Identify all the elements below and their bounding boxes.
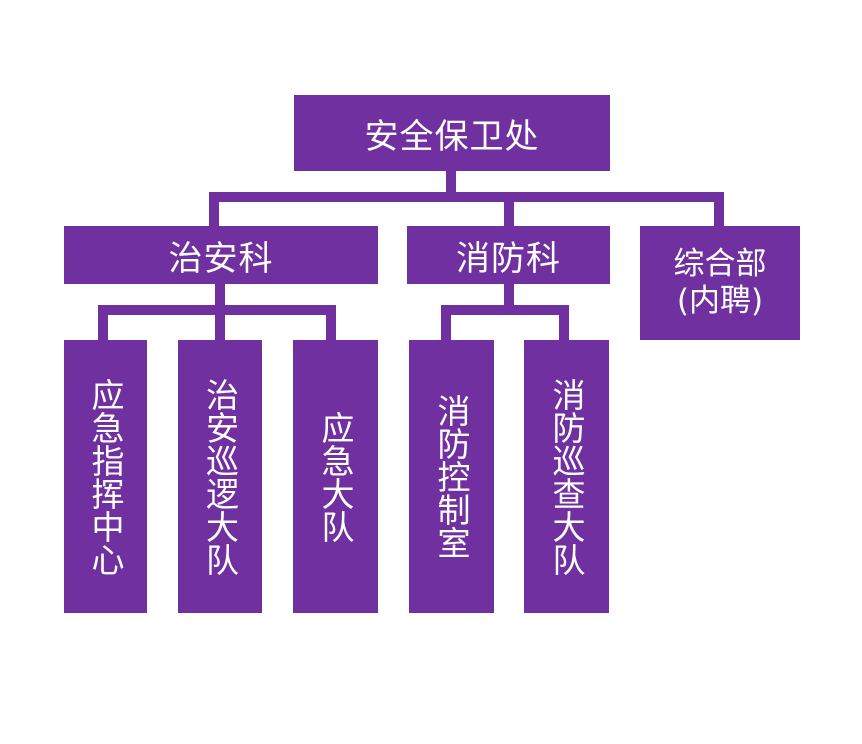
node-dept-zhian: 治安科 bbox=[64, 226, 378, 284]
connector-root-stem bbox=[446, 171, 456, 197]
connector-drop-leaf3 bbox=[326, 305, 336, 342]
connector-xiaofang-bus bbox=[441, 305, 569, 315]
connector-drop-leaf4 bbox=[441, 305, 451, 342]
connector-drop-leaf1 bbox=[98, 305, 108, 342]
node-root: 安全保卫处 bbox=[294, 95, 610, 171]
connector-xiaofang-stem bbox=[504, 284, 514, 308]
node-leaf-label: 应急指挥中心 bbox=[86, 377, 125, 576]
connector-drop-leaf2 bbox=[215, 305, 225, 342]
node-dept-xiaofang: 消防科 bbox=[407, 226, 610, 284]
connector-drop-zhian bbox=[209, 192, 219, 228]
node-dept-xiaofang-label: 消防科 bbox=[456, 238, 561, 279]
node-dept-zhian-label: 治安科 bbox=[168, 238, 274, 279]
node-leaf-label: 消防巡查大队 bbox=[547, 377, 586, 576]
connector-drop-xiaofang bbox=[504, 192, 514, 228]
node-leaf-fire-control-room: 消防控制室 bbox=[409, 340, 494, 613]
node-leaf-emergency-brigade: 应急大队 bbox=[293, 340, 378, 613]
node-leaf-label: 应急大队 bbox=[316, 410, 355, 543]
node-leaf-label: 治安巡逻大队 bbox=[200, 377, 240, 576]
node-leaf-fire-inspection-brigade: 消防巡查大队 bbox=[524, 340, 609, 613]
connector-drop-leaf5 bbox=[559, 305, 569, 342]
connector-drop-zonghe bbox=[714, 192, 724, 228]
node-dept-zonghe-note: (内聘) bbox=[676, 283, 764, 319]
connector-zhian-stem bbox=[215, 284, 225, 308]
node-leaf-label: 消防控制室 bbox=[432, 394, 471, 559]
node-leaf-patrol-brigade: 治安巡逻大队 bbox=[178, 340, 262, 613]
node-root-label: 安全保卫处 bbox=[364, 116, 540, 157]
node-leaf-emergency-command: 应急指挥中心 bbox=[64, 340, 147, 613]
connector-top-bus bbox=[209, 192, 724, 202]
node-dept-zonghe: 综合部 (内聘) bbox=[640, 226, 800, 340]
node-dept-zonghe-label: 综合部 bbox=[673, 246, 767, 282]
